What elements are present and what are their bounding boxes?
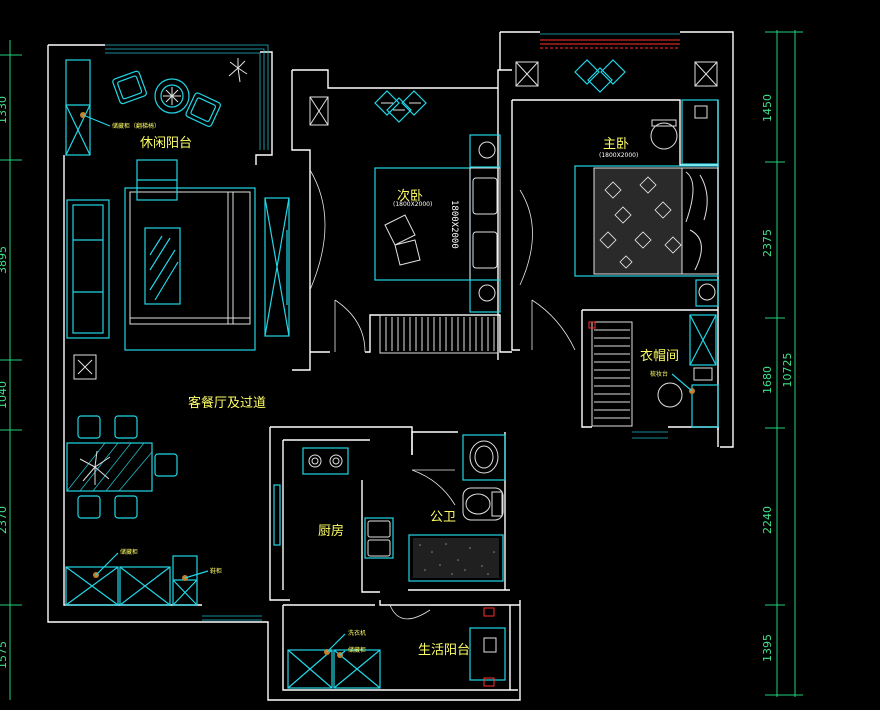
second-bedroom: 次卧 (1800X2000) 1800X2000 — [309, 90, 501, 354]
wash-basin — [462, 434, 506, 481]
centerpiece-icon — [79, 450, 111, 485]
room-label-second-bedroom: 次卧 — [397, 188, 423, 204]
kitchen: 厨房 — [273, 447, 394, 559]
right-dim-2240: 2240 — [761, 506, 774, 534]
sofa — [66, 199, 110, 339]
dining-chair-1 — [77, 415, 101, 439]
service-cabinet-label: 储藏柜 — [348, 646, 366, 654]
dining-chair-5 — [154, 453, 178, 477]
left-dim-4: 2370 — [0, 506, 9, 534]
room-label-leisure-balcony: 休闲阳台 — [140, 136, 192, 151]
dresser-label: 梳妆台 — [650, 370, 668, 378]
room-label-service-balcony: 生活阳台 — [418, 643, 470, 658]
room-label-living-dining: 客餐厅及过道 — [188, 395, 266, 411]
master-bed-size: (1800X2000) — [599, 152, 638, 159]
public-bath: 公卫 — [408, 434, 506, 582]
cloakroom: 梳妆台 衣帽间 — [588, 314, 719, 428]
dresser — [691, 384, 719, 428]
shoe-cabinet-label: 鞋柜 — [210, 567, 222, 575]
washing-machine — [287, 649, 333, 689]
room-label-master-bedroom: 主卧 — [603, 137, 629, 152]
room-label-kitchen: 厨房 — [318, 523, 344, 539]
coffee-table — [144, 227, 181, 305]
master-round-chair — [650, 122, 678, 150]
tv-cabinet — [264, 197, 290, 337]
washer-label: 洗衣机 — [348, 629, 366, 637]
dining-table — [66, 442, 153, 492]
plant-icon — [228, 58, 248, 83]
gas-stove — [302, 447, 349, 475]
walls — [47, 31, 734, 701]
right-dim-total: 10725 — [781, 353, 794, 388]
service-storage-cabinet — [333, 649, 381, 689]
room-label-cloakroom: 衣帽间 — [640, 348, 679, 364]
left-dim-2: 3895 — [0, 246, 9, 274]
lounge-chair-left — [112, 70, 147, 105]
second-bed-size: (1800X2000) — [393, 201, 432, 208]
second-bed-size-rotated: 1800X2000 — [449, 200, 459, 249]
service-balcony: 洗衣机 储藏柜 生活阳台 — [287, 604, 506, 689]
right-dim-1395: 1395 — [761, 634, 774, 662]
living-rug — [124, 187, 256, 351]
utility-sink — [469, 627, 506, 681]
dining-chair-4 — [114, 495, 138, 519]
left-dimension-chain: 1330 3895 1040 2370 1575 — [0, 40, 22, 700]
lounge-chair-right — [185, 92, 221, 128]
round-side-table — [154, 78, 190, 114]
dining-area: 储藏柜 鞋柜 — [65, 415, 222, 606]
dining-chair-3 — [77, 495, 101, 519]
room-label-public-bath: 公卫 — [430, 510, 456, 525]
toilet — [462, 487, 504, 521]
right-dim-1450: 1450 — [761, 94, 774, 122]
second-bedroom-wardrobe — [379, 314, 499, 354]
living-cabinet-label: 储藏柜 — [120, 548, 138, 556]
kitchen-sink — [364, 517, 394, 559]
dresser-stool — [657, 382, 683, 408]
master-bedroom: 主卧 (1800X2000) — [515, 39, 719, 351]
master-wardrobe-small — [681, 99, 719, 165]
left-dim-5: 1575 — [0, 641, 9, 669]
balcony-storage-cabinet — [65, 59, 91, 156]
floor-drain — [73, 354, 97, 380]
living-room: 客餐厅及过道 — [66, 159, 290, 411]
right-dim-2375: 2375 — [761, 229, 774, 257]
cloakroom-wardrobe-left — [591, 321, 633, 427]
ceiling-lamp-icon — [374, 90, 427, 123]
living-storage-cabinet — [65, 566, 119, 606]
dining-chair-2 — [114, 415, 138, 439]
master-ceiling-lamp-icon — [574, 59, 626, 93]
shower-area — [408, 534, 504, 582]
left-dim-3: 1040 — [0, 381, 9, 409]
left-dim-1: 1330 — [0, 96, 9, 124]
leisure-balcony: 储藏柜（翻梯椅） 休闲阳台 — [65, 44, 269, 156]
windows — [202, 33, 680, 621]
right-dim-1680: 1680 — [761, 366, 774, 394]
balcony-cabinet-label: 储藏柜（翻梯椅） — [112, 122, 160, 130]
right-dimension-chain: 1450 2375 1680 10725 2240 1395 — [761, 30, 803, 697]
